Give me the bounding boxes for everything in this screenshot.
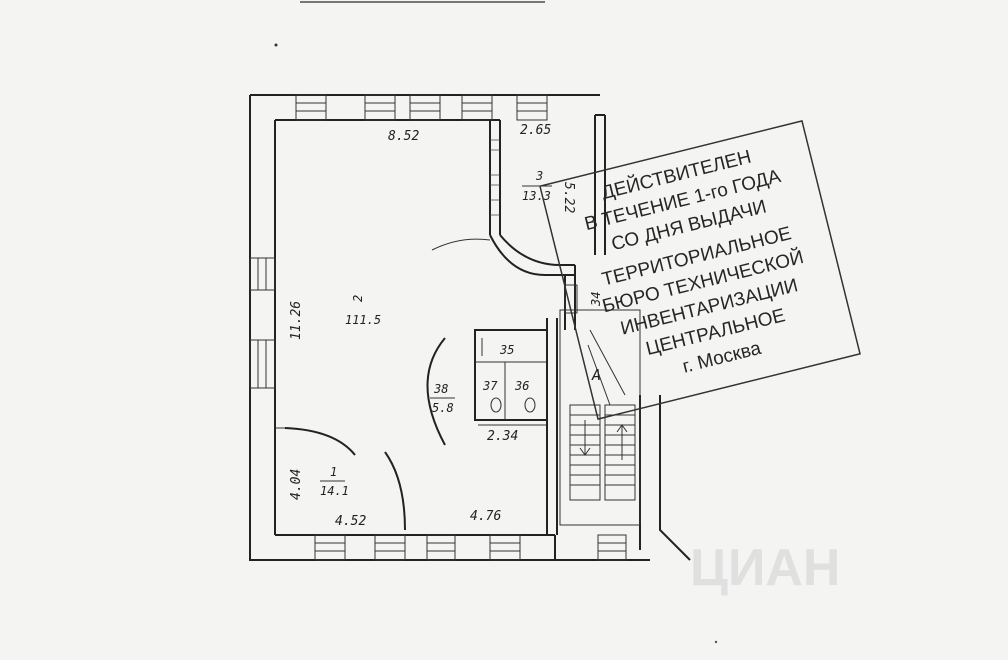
room-1-doors — [275, 427, 406, 531]
door-arc-38 — [426, 337, 446, 446]
dim-top-main: 8.52 — [388, 129, 419, 144]
room-label-2: 2 111.5 — [345, 295, 381, 327]
dim-left-side: 11.26 — [289, 301, 304, 340]
dim-room3-side: 5.22 — [561, 182, 576, 213]
bti-stamp: ДЕЙСТВИТЕЛЕН В ТЕЧЕНИЕ 1-го ГОДА СО ДНЯ … — [539, 119, 861, 421]
stair-marker: A — [591, 366, 601, 384]
dim-top-room3: 2.65 — [520, 123, 551, 138]
room-label-1: 1 14.1 — [320, 465, 349, 498]
windows-top — [295, 94, 548, 121]
svg-text:5.8: 5.8 — [432, 401, 454, 415]
svg-text:14.1: 14.1 — [320, 484, 349, 498]
room-label-35: 35 — [499, 343, 514, 357]
scan-speck — [274, 43, 278, 47]
watermark-text: ЦИАН — [690, 539, 840, 597]
dim-wc-width: 2.34 — [487, 429, 518, 444]
dim-left-lower: 4.04 — [289, 469, 304, 500]
room-label-38: 38 5.8 — [430, 382, 455, 415]
svg-text:111.5: 111.5 — [345, 313, 381, 327]
room-label-34: 34 — [589, 292, 603, 307]
dim-bottom-right: 4.76 — [470, 509, 501, 524]
room-3-walls — [431, 120, 576, 330]
staircase — [559, 284, 641, 526]
scan-speck — [714, 640, 718, 644]
svg-text:2: 2 — [351, 295, 365, 302]
svg-text:1: 1 — [330, 465, 337, 479]
room-label-37: 37 — [482, 379, 498, 393]
windows-bottom — [314, 534, 627, 561]
room-label-3: 3 13.3 — [522, 169, 552, 203]
svg-text:3: 3 — [535, 169, 543, 183]
room-label-36: 36 — [514, 379, 529, 393]
svg-text:38: 38 — [433, 382, 448, 396]
wc-block — [474, 318, 558, 535]
svg-text:13.3: 13.3 — [522, 189, 551, 203]
dim-bottom-left: 4.52 — [335, 514, 366, 529]
windows-left — [249, 257, 276, 389]
